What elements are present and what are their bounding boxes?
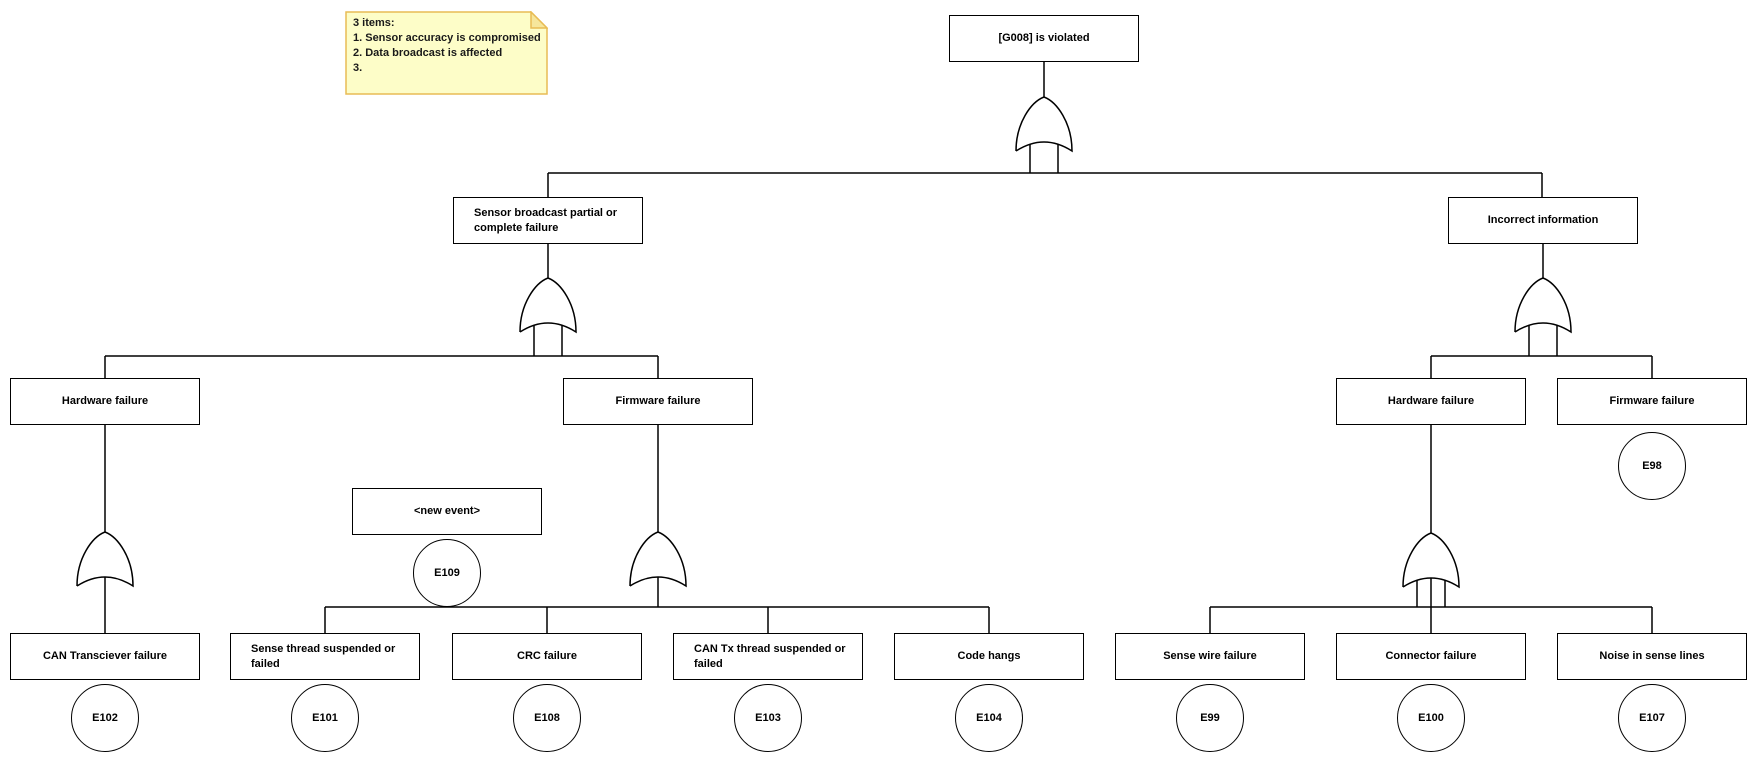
node-hardware-failure-right[interactable]: Hardware failure xyxy=(1336,378,1526,425)
node-g008-label: [G008] is violated xyxy=(998,32,1090,44)
event-e102-label: E102 xyxy=(92,712,118,724)
node-connector-failure-label: Connector failure xyxy=(1385,650,1477,662)
node-hardware-failure-right-label: Hardware failure xyxy=(1387,395,1475,407)
node-sensor-broadcast-label: Sensor broadcast partial or complete fai… xyxy=(474,206,618,234)
or-gate-sensor-broadcast[interactable] xyxy=(519,277,577,334)
event-e101-label: E101 xyxy=(312,712,338,724)
or-gate-hardware-right[interactable] xyxy=(1402,532,1460,589)
sticky-note-shape xyxy=(345,11,548,95)
node-incorrect-information-label: Incorrect information xyxy=(1487,214,1599,226)
event-circle-e99[interactable]: E99 xyxy=(1176,684,1244,752)
or-gate-firmware-left[interactable] xyxy=(629,531,687,588)
event-circle-e98[interactable]: E98 xyxy=(1618,432,1686,500)
node-sense-wire-failure[interactable]: Sense wire failure xyxy=(1115,633,1305,680)
event-circle-e102[interactable]: E102 xyxy=(71,684,139,752)
node-code-hangs-label: Code hangs xyxy=(957,650,1021,662)
node-firmware-failure-right-label: Firmware failure xyxy=(1609,395,1695,407)
node-can-transciever-failure[interactable]: CAN Transciever failure xyxy=(10,633,200,680)
event-circle-e109[interactable]: E109 xyxy=(413,539,481,607)
or-gate-hardware-left[interactable] xyxy=(76,531,134,588)
event-circle-e103[interactable]: E103 xyxy=(734,684,802,752)
node-sensor-broadcast[interactable]: Sensor broadcast partial or complete fai… xyxy=(453,197,643,244)
sticky-note-fold-corner-icon xyxy=(530,11,548,29)
sticky-note[interactable]: 3 items: 1. Sensor accuracy is compromis… xyxy=(345,11,548,95)
node-firmware-failure-left[interactable]: Firmware failure xyxy=(563,378,753,425)
event-e109-label: E109 xyxy=(434,567,460,579)
event-e103-label: E103 xyxy=(755,712,781,724)
event-e108-label: E108 xyxy=(534,712,560,724)
node-firmware-failure-right[interactable]: Firmware failure xyxy=(1557,378,1747,425)
node-noise-in-sense-lines-label: Noise in sense lines xyxy=(1599,650,1705,662)
node-new-event-label: <new event> xyxy=(413,505,481,517)
node-firmware-failure-left-label: Firmware failure xyxy=(615,395,701,407)
event-circle-e101[interactable]: E101 xyxy=(291,684,359,752)
node-hardware-failure-left[interactable]: Hardware failure xyxy=(10,378,200,425)
event-e107-label: E107 xyxy=(1639,712,1665,724)
sticky-note-text: 3 items: 1. Sensor accuracy is compromis… xyxy=(353,17,541,74)
event-circle-e108[interactable]: E108 xyxy=(513,684,581,752)
event-circle-e104[interactable]: E104 xyxy=(955,684,1023,752)
node-noise-in-sense-lines[interactable]: Noise in sense lines xyxy=(1557,633,1747,680)
or-gate-root[interactable] xyxy=(1015,96,1073,153)
event-e99-label: E99 xyxy=(1200,712,1220,724)
node-sense-thread-suspended-label: Sense thread suspended or failed xyxy=(251,642,396,670)
node-code-hangs[interactable]: Code hangs xyxy=(894,633,1084,680)
event-e98-label: E98 xyxy=(1642,460,1662,472)
event-circle-e107[interactable]: E107 xyxy=(1618,684,1686,752)
node-crc-failure[interactable]: CRC failure xyxy=(452,633,642,680)
or-gate-incorrect-information[interactable] xyxy=(1514,277,1572,334)
node-sense-thread-suspended[interactable]: Sense thread suspended or failed xyxy=(230,633,420,680)
event-e100-label: E100 xyxy=(1418,712,1444,724)
node-hardware-failure-left-label: Hardware failure xyxy=(61,395,149,407)
event-circle-e100[interactable]: E100 xyxy=(1397,684,1465,752)
node-connector-failure[interactable]: Connector failure xyxy=(1336,633,1526,680)
node-can-tx-thread-suspended[interactable]: CAN Tx thread suspended or failed xyxy=(673,633,863,680)
node-incorrect-information[interactable]: Incorrect information xyxy=(1448,197,1638,244)
event-e104-label: E104 xyxy=(976,712,1002,724)
node-crc-failure-label: CRC failure xyxy=(517,650,577,662)
node-can-transciever-failure-label: CAN Transciever failure xyxy=(42,650,168,662)
node-new-event[interactable]: <new event> xyxy=(352,488,542,535)
node-g008[interactable]: [G008] is violated xyxy=(949,15,1139,62)
node-sense-wire-failure-label: Sense wire failure xyxy=(1163,650,1257,662)
node-can-tx-thread-suspended-label: CAN Tx thread suspended or failed xyxy=(694,642,846,670)
